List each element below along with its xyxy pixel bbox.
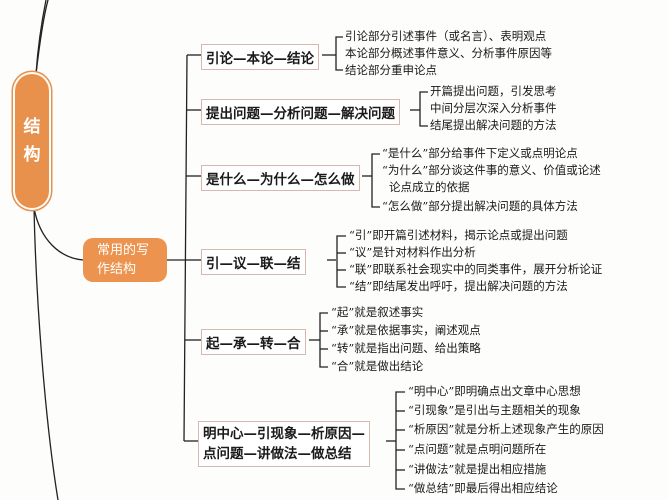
detail-2-3: 结尾提出解决问题的方法 — [430, 118, 557, 132]
structure-node-6-line-2: 点问题—讲做法—做总结 — [203, 446, 352, 462]
detail-6-1: “明中心”即明确点出文章中心思想 — [408, 384, 581, 398]
subtopic-line-1: 常用的写 — [97, 243, 150, 258]
detail-3-1: “是什么”部分给事件下定义或点明论点 — [382, 146, 578, 160]
detail-6-4: “点问题”就是点明问题所在 — [408, 442, 547, 456]
detail-5-1: “起”就是叙述事实 — [331, 305, 424, 319]
detail-5-2: “承”就是依据事实，阐述观点 — [331, 323, 481, 337]
structure-node-6: 明中心—引现象—析原因— 点问题—讲做法—做总结 — [198, 421, 370, 467]
detail-6-2: “引现象”是引出与主题相关的现象 — [408, 403, 581, 417]
detail-3-2: “为什么”部分谈这件事的意义、价值或论述 — [382, 163, 601, 177]
detail-5-3: “转”就是指出问题、给出策略 — [331, 341, 481, 355]
subtopic-node: 常用的写 作结构 — [83, 238, 167, 282]
root-node: 结 构 — [15, 74, 49, 208]
structure-node-5: 起—承—转—合 — [201, 329, 306, 355]
structure-node-1: 引论—本论—结论 — [201, 44, 319, 70]
detail-3-3: “怎么做”部分提出解决问题的具体方法 — [382, 199, 578, 213]
detail-4-1: “引”即开篇引述材料，揭示论点或提出问题 — [349, 228, 568, 242]
detail-2-1: 开篇提出问题，引发思考 — [430, 84, 557, 98]
root-char-1: 结 — [23, 117, 41, 137]
structure-node-6-line-1: 明中心—引现象—析原因— — [203, 426, 365, 442]
detail-6-5: “讲做法”就是提出相应措施 — [408, 462, 547, 476]
detail-1-1: 引论部分引述事件（或名言）、表明观点 — [345, 29, 547, 43]
structure-node-4: 引—议—联—结 — [201, 249, 306, 275]
detail-1-2: 本论部分概述事件意义、分析事件原因等 — [345, 46, 552, 60]
detail-3-2b: 论点成立的依据 — [389, 180, 470, 194]
subtopic-line-2: 作结构 — [97, 262, 137, 277]
detail-4-2: “议”是针对材料作出分析 — [349, 245, 476, 259]
detail-6-3: “析原因”就是分析上述现象产生的原因 — [408, 422, 604, 436]
structure-node-2: 提出问题—分析问题—解决问题 — [201, 99, 400, 125]
detail-1-3: 结论部分重申论点 — [345, 63, 437, 77]
root-char-2: 构 — [23, 145, 41, 165]
detail-5-4: “合”就是做出结论 — [331, 359, 424, 373]
detail-2-2: 中间分层次深入分析事件 — [430, 101, 557, 115]
structure-node-3: 是什么—为什么—怎么做 — [201, 165, 360, 191]
detail-4-4: “结”即结尾发出呼吁，提出解决问题的方法 — [349, 279, 568, 293]
detail-6-6: “做总结”即最后得出相应结论 — [408, 481, 558, 495]
detail-4-3: “联”即联系社会现实中的同类事件，展开分析论证 — [349, 262, 603, 276]
